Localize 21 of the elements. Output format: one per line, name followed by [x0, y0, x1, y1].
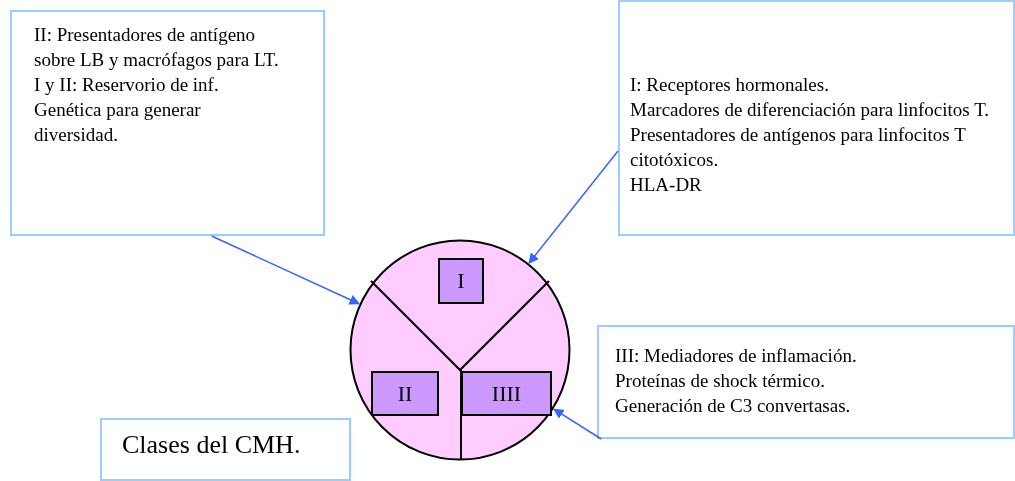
note-text: I y II: Reservorio de inf. Genética para generar diversidad. — [34, 73, 220, 147]
note-text: Generación de C3 convertasas. — [615, 394, 852, 418]
note-text: Marcadores de diferenciación para linfocitos T. — [630, 98, 991, 122]
arrow — [553, 408, 602, 440]
circle-diagram — [349, 239, 571, 461]
note-text: HLA-DR — [630, 173, 703, 197]
class-label: IIII — [461, 371, 552, 416]
note-box — [100, 418, 351, 481]
class-label: I — [438, 258, 484, 304]
note-text: Presentadores de antígenos para linfocitos T citotóxicos. — [630, 123, 967, 172]
note-text: III: Mediadores de inflamación. — [615, 344, 858, 368]
note-box — [618, 0, 1015, 236]
arrow — [528, 150, 619, 264]
arrow — [210, 235, 361, 305]
note-text: Proteínas de shock térmico. — [615, 369, 826, 393]
note-text: Clases del CMH. — [122, 432, 302, 457]
class-label: II — [371, 371, 439, 416]
note-text: I: Receptores hormonales. — [630, 73, 830, 97]
note-text: II: Presentadores de antígeno sobre LB y macrófagos para LT. — [34, 23, 279, 72]
note-box — [10, 10, 325, 236]
note-box — [597, 325, 1015, 439]
